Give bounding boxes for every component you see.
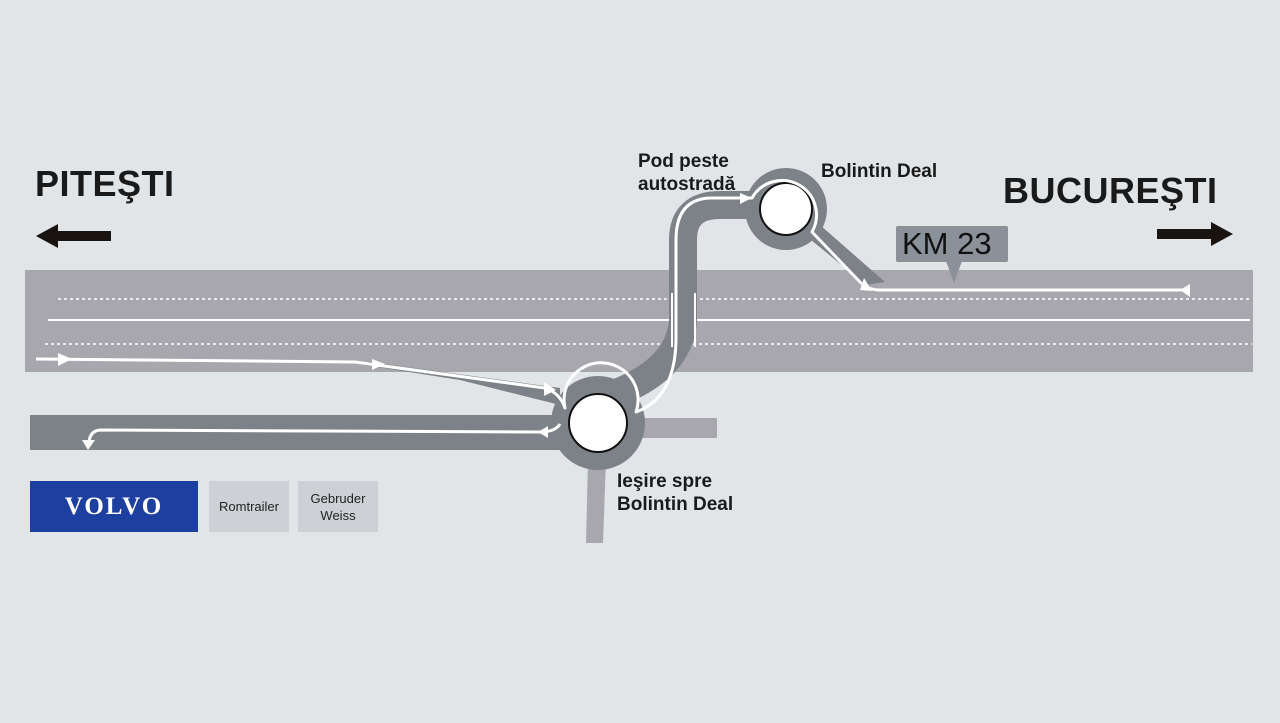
bridge-road — [600, 191, 762, 411]
city-label-left: PITEŞTI — [35, 163, 175, 204]
route-arrow — [1180, 284, 1190, 297]
roundabout-north-island — [759, 182, 813, 236]
entry-ramp — [805, 225, 885, 285]
gebruder-weiss-logo: Gebruder Weiss — [298, 481, 378, 532]
roundabout-south-island — [568, 393, 628, 453]
city-label-right: BUCUREŞTI — [1003, 170, 1218, 211]
route-arrow — [740, 193, 752, 204]
km-marker-pointer — [946, 261, 962, 283]
exit-label-line1: Ieşire spre — [617, 471, 713, 492]
volvo-logo-text: VOLVO — [64, 492, 164, 520]
bridge-label-line1: Pod peste — [638, 151, 729, 172]
route-path-return — [87, 423, 562, 443]
km-marker: KM 23 — [896, 226, 1008, 262]
bridge-label-line2: autostradă — [638, 174, 736, 195]
route-arrow — [372, 359, 385, 370]
arrow-right-icon — [1157, 222, 1233, 246]
volvo-logo: VOLVO — [30, 481, 198, 532]
exit-label: Ieşire spre Bolintin Deal — [617, 470, 733, 516]
exit-label-line2: Bolintin Deal — [617, 494, 734, 515]
side-road-south — [586, 460, 606, 543]
romtrailer-logo-text: Romtrailer — [219, 499, 279, 514]
route-arrow — [544, 382, 556, 396]
route-arrow — [82, 440, 95, 450]
gebruder-logo-line2: Weiss — [320, 507, 356, 523]
route-arrow — [58, 353, 72, 366]
route-arrow — [538, 426, 548, 438]
roundabout-label: Bolintin Deal — [821, 161, 938, 182]
route-path — [35, 179, 1190, 414]
side-road-east — [625, 418, 717, 438]
gebruder-logo-line1: Gebruder — [310, 490, 366, 506]
bridge-label: Pod peste autostradă — [638, 150, 735, 196]
km-marker-text: KM 23 — [902, 226, 992, 261]
romtrailer-logo: Romtrailer — [209, 481, 289, 532]
arrow-left-icon — [36, 224, 111, 248]
route-arrow — [860, 278, 872, 291]
